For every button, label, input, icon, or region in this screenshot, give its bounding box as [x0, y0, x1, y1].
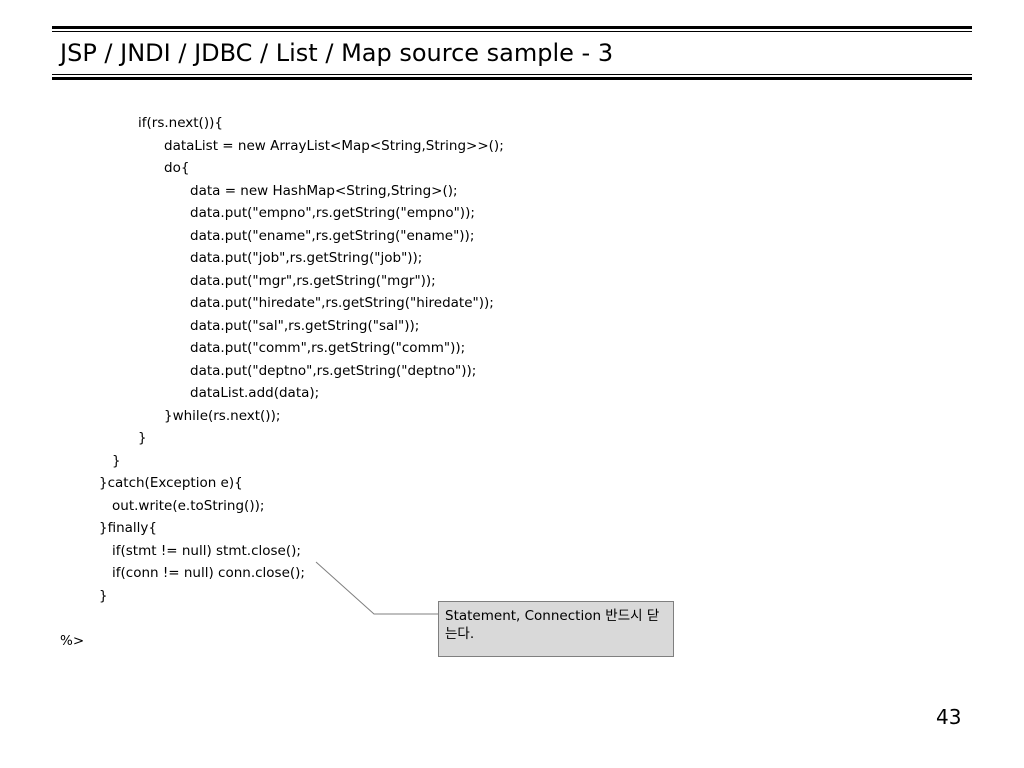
code-line: if(stmt != null) stmt.close();	[112, 542, 301, 559]
code-line: out.write(e.toString());	[112, 497, 265, 514]
code-line: dataList.add(data);	[190, 385, 320, 401]
callout-note: Statement, Connection 반드시 닫는다.	[438, 601, 674, 657]
code-line: data.put("sal",rs.getString("sal"));	[190, 317, 420, 334]
code-line: if(rs.next()){	[138, 115, 223, 131]
code-line: data.put("job",rs.getString("job"));	[190, 250, 423, 266]
code-line: dataList = new ArrayList<Map<String,Stri…	[164, 137, 504, 154]
code-line: }	[112, 452, 121, 469]
code-line: data.put("deptno",rs.getString("deptno")…	[190, 362, 477, 379]
code-line: do{	[164, 160, 190, 176]
code-line: }catch(Exception e){	[99, 475, 243, 491]
code-line: data.put("mgr",rs.getString("mgr"));	[190, 272, 436, 289]
code-line: }	[99, 587, 108, 604]
code-line: }while(rs.next());	[164, 407, 281, 424]
title-rule-top	[52, 26, 972, 32]
title-rule-bottom	[52, 74, 972, 80]
code-line: }	[138, 430, 147, 446]
code-line: data.put("empno",rs.getString("empno"));	[190, 205, 475, 221]
code-line: data.put("comm",rs.getString("comm"));	[190, 340, 466, 356]
slide-title: JSP / JNDI / JDBC / List / Map source sa…	[60, 39, 614, 67]
code-line: data.put("ename",rs.getString("ename"));	[190, 227, 475, 244]
code-line: if(conn != null) conn.close();	[112, 565, 305, 581]
code-line: %>	[60, 632, 85, 649]
page-number: 43	[936, 705, 962, 729]
code-line: data.put("hiredate",rs.getString("hireda…	[190, 295, 494, 311]
code-line: }finally{	[99, 520, 158, 536]
code-line: data = new HashMap<String,String>();	[190, 182, 458, 199]
